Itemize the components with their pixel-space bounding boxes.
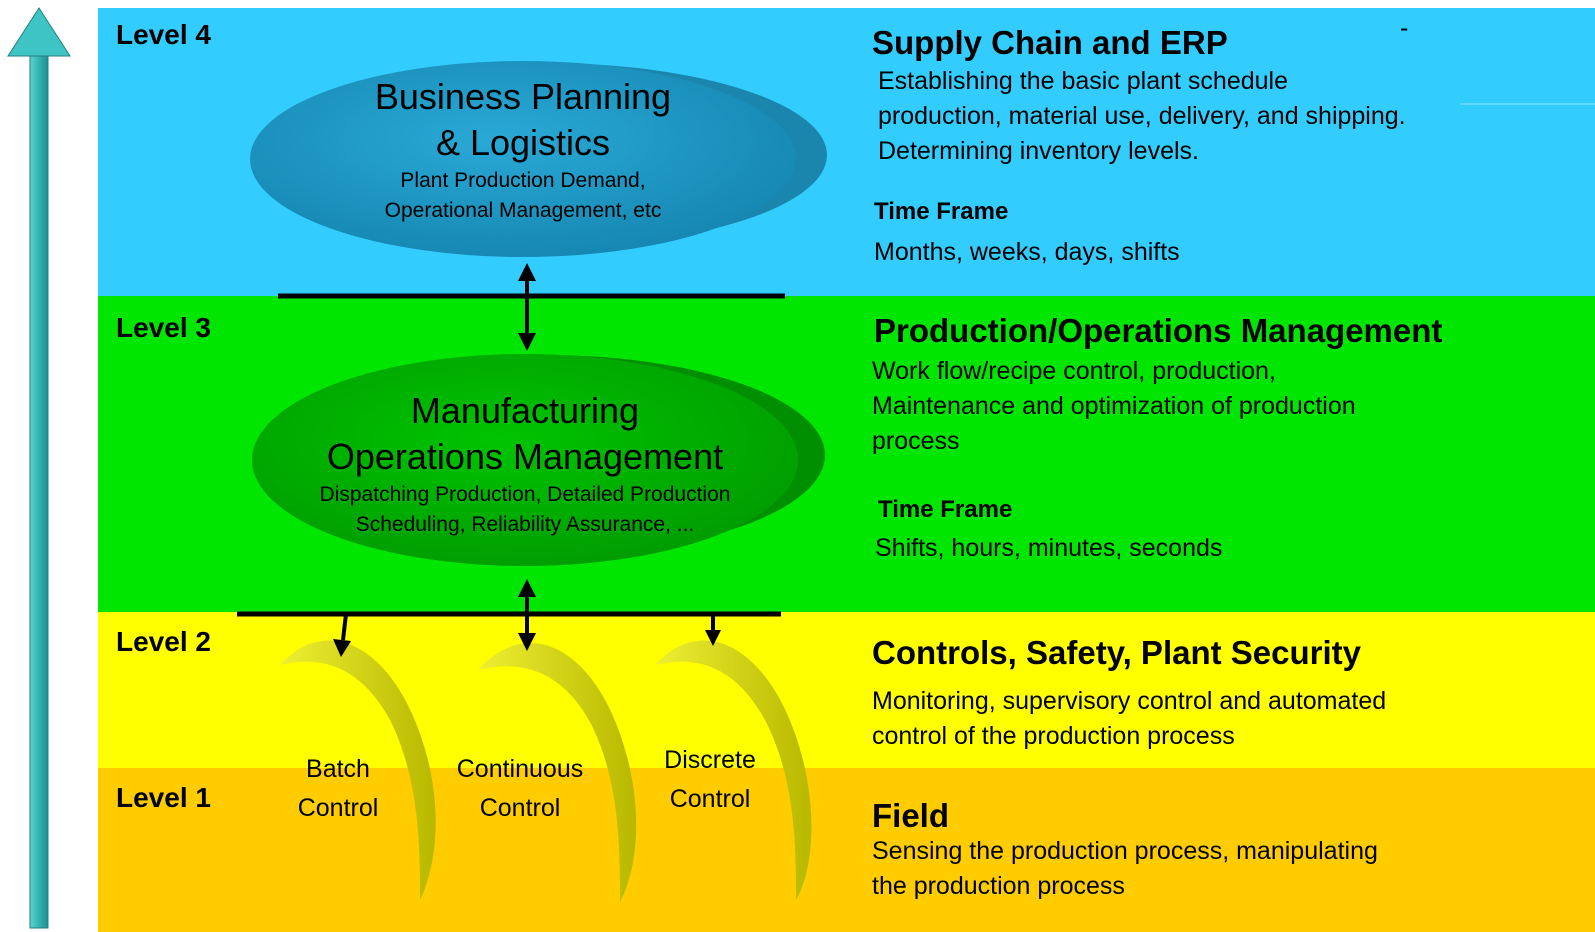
erp-title: Supply Chain and ERP [872, 24, 1228, 61]
erp-time-frame-label: Time Frame [874, 198, 1009, 225]
manufacturing-text: Manufacturing Operations Management Disp… [270, 388, 780, 540]
erp-line: Establishing the basic plant schedule [878, 67, 1288, 95]
level-1-label: Level 1 [116, 782, 211, 813]
field-description: Sensing the production process, manipula… [872, 834, 1378, 904]
business-planning-oval [250, 61, 827, 257]
field-title: Field [872, 797, 950, 834]
level-4-label: Level 4 [116, 19, 211, 50]
mom-line: process [872, 427, 960, 455]
discrete-control-line1: Discrete [664, 746, 756, 774]
business-sub-line1: Plant Production Demand, [400, 169, 646, 192]
mom-time-frame-value: Shifts, hours, minutes, seconds [875, 534, 1223, 562]
discrete-control-arc [655, 640, 812, 900]
manufacturing-title-line2: Operations Management [326, 436, 724, 477]
business-sub-line2: Operational Management, etc [384, 199, 662, 222]
manufacturing-sub-line1: Dispatching Production, Detailed Product… [319, 483, 731, 506]
erp-line: Determining inventory levels. [878, 137, 1199, 165]
batch-control-line2: Control [297, 794, 379, 822]
batch-control-label: Batch Control [278, 750, 398, 828]
mom-line: Work flow/recipe control, production, [872, 357, 1276, 385]
erp-line: production, material use, delivery, and … [878, 102, 1406, 130]
manufacturing-sub-line2: Scheduling, Reliability Assurance, ... [355, 513, 695, 536]
continuous-control-line1: Continuous [456, 755, 584, 783]
discrete-control-line2: Control [669, 785, 751, 813]
manufacturing-operations-oval [252, 354, 825, 566]
level-3-label: Level 3 [116, 312, 211, 343]
mom-time-frame-label: Time Frame [878, 496, 1013, 523]
manufacturing-title-line1: Manufacturing [410, 390, 640, 431]
continuous-control-label: Continuous Control [440, 750, 600, 828]
erp-time-frame-value: Months, weeks, days, shifts [874, 238, 1180, 266]
controls-title: Controls, Safety, Plant Security [872, 634, 1362, 671]
mom-description: Work flow/recipe control, production, Ma… [872, 354, 1356, 459]
discrete-control-label: Discrete Control [645, 741, 775, 819]
continuous-control-arc [478, 643, 637, 902]
mom-line: Maintenance and optimization of producti… [872, 392, 1356, 420]
continuous-control-line2: Control [479, 794, 561, 822]
controls-line: Monitoring, supervisory control and auto… [872, 687, 1387, 715]
business-title-line2: & Logistics [435, 122, 611, 163]
vertical-progress-arrow [7, 7, 71, 929]
field-line: Sensing the production process, manipula… [872, 837, 1378, 865]
level-2-band [98, 612, 1595, 768]
stray-mark: - [1400, 14, 1409, 42]
business-planning-text: Business Planning & Logistics Plant Prod… [300, 74, 746, 226]
business-title-line1: Business Planning [374, 76, 672, 117]
discrete-down-arrow [705, 614, 721, 646]
level-3-4-double-arrow [518, 263, 536, 351]
controls-line: control of the production process [872, 722, 1235, 750]
mom-title: Production/Operations Management [874, 312, 1443, 349]
batch-control-arc [280, 640, 436, 900]
level-2-3-double-arrow [518, 579, 536, 651]
batch-control-line1: Batch [306, 755, 370, 783]
level-2-label: Level 2 [116, 626, 211, 657]
batch-down-arrow [333, 613, 351, 657]
erp-description: Establishing the basic plant schedule pr… [878, 64, 1406, 169]
level-1-band [98, 768, 1595, 932]
field-line: the production process [872, 872, 1125, 900]
controls-description: Monitoring, supervisory control and auto… [872, 684, 1386, 754]
